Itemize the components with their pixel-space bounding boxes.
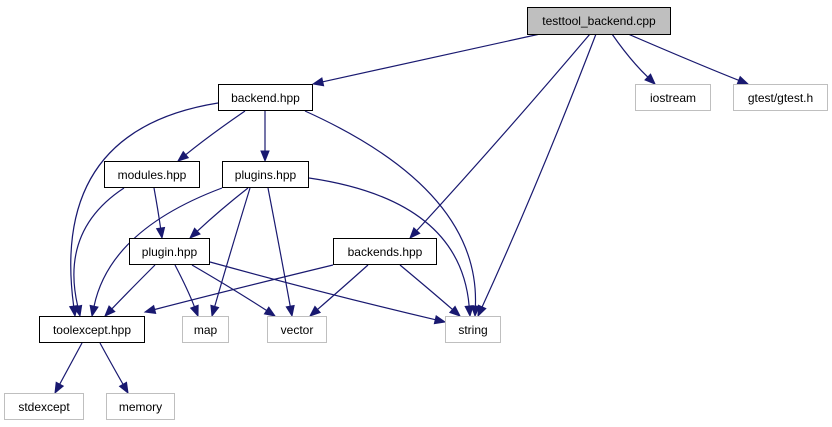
arrowhead-plugins-to-plugin [189,227,201,239]
edge-root-to-string [481,33,597,308]
edge-backends-to-string [399,264,453,310]
edge-plugins-to-vector [267,187,291,307]
arrowhead-root-to-string [477,304,487,318]
edge-plugins-to-plugin [196,187,249,232]
arrowhead-backends-to-toolexcept [143,304,157,314]
node-toolexcept-hpp[interactable]: toolexcept.hpp [39,316,145,343]
node-iostream: iostream [635,84,711,111]
arrowhead-plugins-to-vector [285,304,295,318]
arrowhead-plugin-to-vector [263,306,277,317]
node-memory: memory [106,393,175,420]
edge-plugin-to-toolexcept [111,264,156,310]
edge-root-to-backends [416,33,591,232]
arrowhead-root-to-gtest [736,75,750,85]
arrowhead-plugin-to-toolexcept [104,305,116,317]
edge-root-to-gtest [627,33,739,81]
node-stdexcept: stdexcept [4,393,84,420]
edge-modules-to-plugin [153,187,162,229]
arrowhead-plugin-to-string [433,314,447,325]
node-vector: vector [267,316,327,343]
arrowhead-backend-to-plugins [260,150,270,163]
node-plugin-hpp[interactable]: plugin.hpp [129,238,210,265]
arrowhead-root-to-backends [409,227,421,239]
edge-backends-to-vector [317,264,369,310]
edge-backends-to-toolexcept [154,264,334,311]
arrowhead-root-to-backend [311,77,325,87]
node-string: string [445,316,501,343]
arrowhead-backends-to-vector [308,305,322,317]
edge-backend-to-modules [185,110,246,156]
arrowhead-modules-to-plugin [155,226,166,240]
edge-plugin-to-string [209,261,436,321]
node-modules-hpp[interactable]: modules.hpp [104,161,200,188]
edge-plugin-to-vector [191,264,267,312]
arrowhead-modules-to-toolexcept [73,304,83,318]
edge-toolexcept-to-stdexcept [59,342,83,385]
node-backend-hpp[interactable]: backend.hpp [218,84,313,111]
edge-backend-to-toolexcept [70,102,219,307]
node-map: map [182,316,229,343]
arrowhead-backend-to-string [470,305,481,318]
node-testtool-backend-cpp[interactable]: testtool_backend.cpp [527,7,671,35]
node-gtest-h: gtest/gtest.h [733,84,828,111]
arrowhead-backend-to-modules [176,150,190,162]
arrowhead-plugins-to-map [210,304,220,318]
edge-toolexcept-to-memory [99,342,124,385]
node-backends-hpp[interactable]: backends.hpp [333,238,437,265]
edge-modules-to-toolexcept [73,187,125,307]
edge-plugins-to-map [214,187,251,307]
edge-plugins-to-string [308,177,470,307]
arrowhead-plugins-to-string [464,305,474,318]
edge-root-to-iostream [611,33,649,78]
arrowhead-plugin-to-map [189,304,199,318]
arrowhead-backends-to-string [448,305,462,317]
arrowhead-toolexcept-to-stdexcept [54,381,65,395]
edge-backend-to-string [304,110,477,307]
arrowhead-root-to-iostream [644,73,656,85]
arrowhead-toolexcept-to-memory [118,381,129,395]
edge-plugin-to-map [174,264,195,307]
node-plugins-hpp[interactable]: plugins.hpp [222,161,309,188]
arrowhead-plugins-to-toolexcept [89,304,99,318]
edge-root-to-backend [322,33,541,83]
